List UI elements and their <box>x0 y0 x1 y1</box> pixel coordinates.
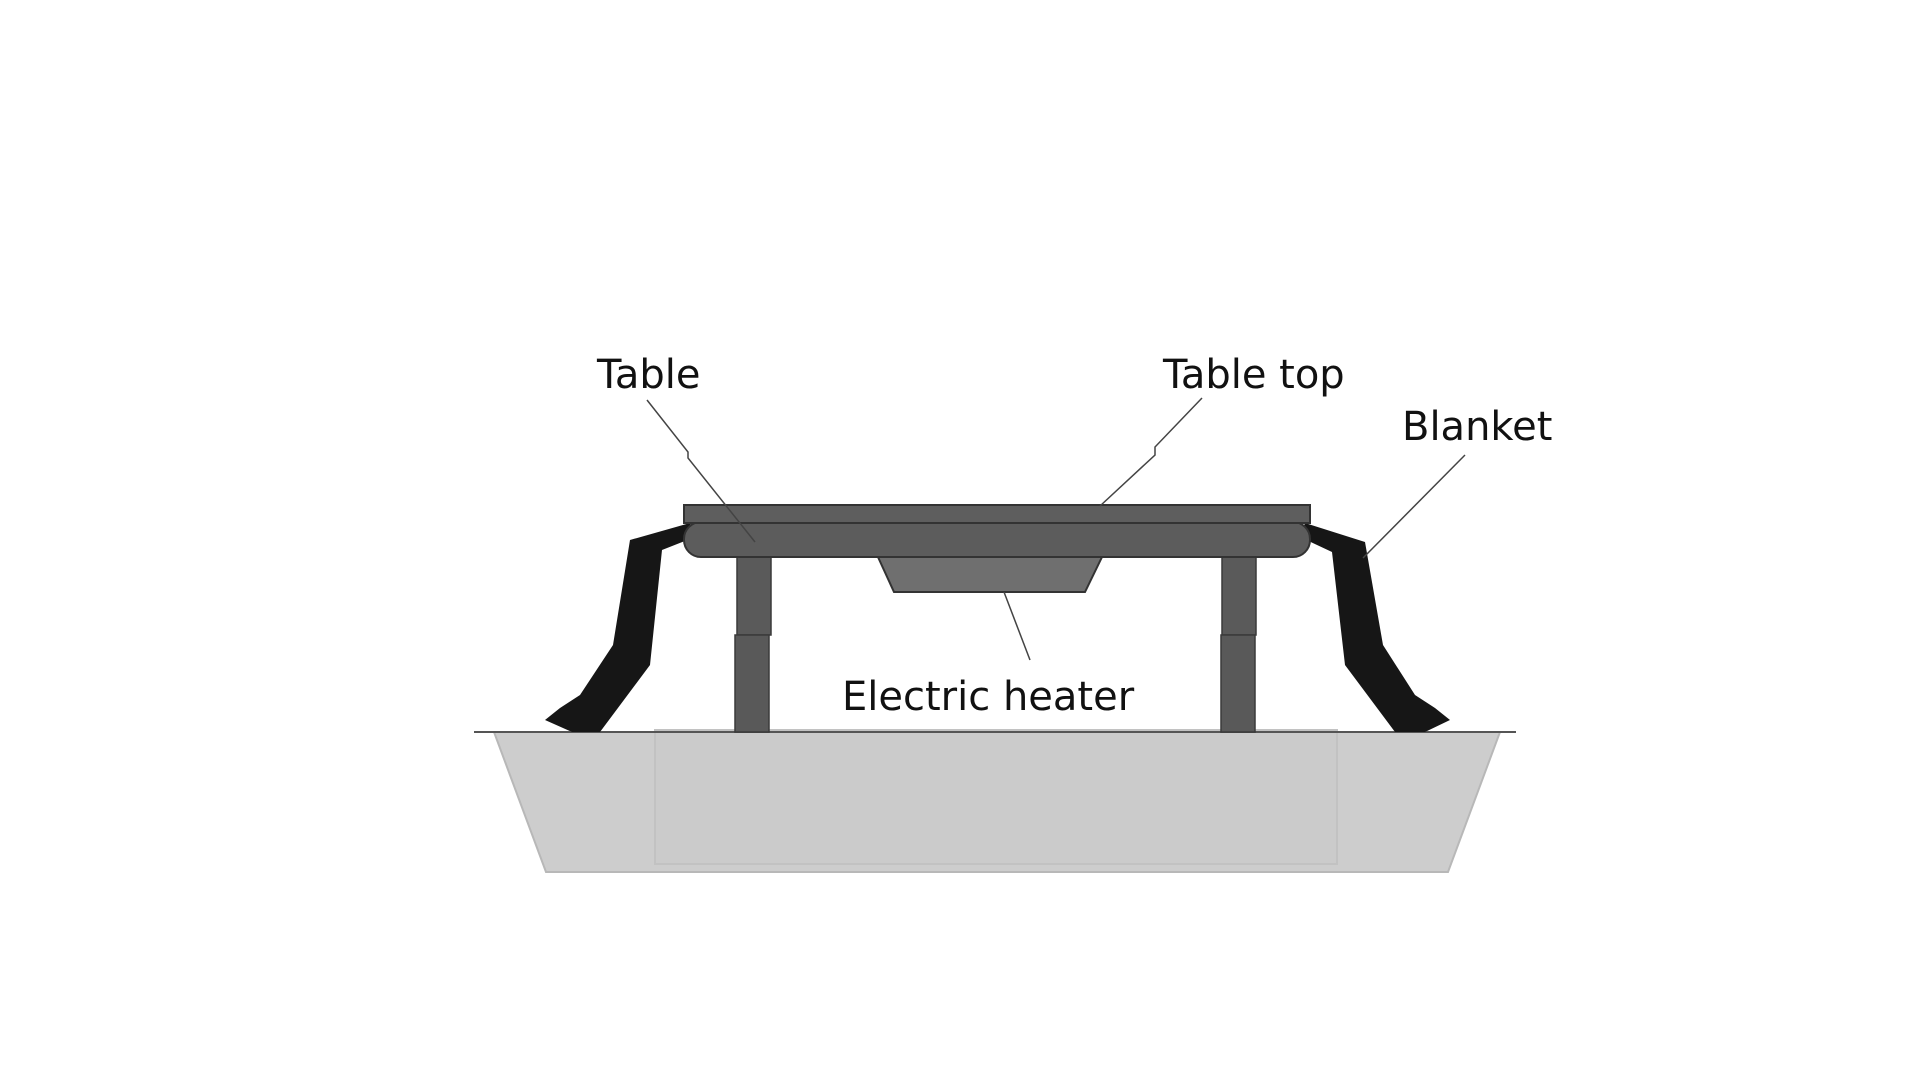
table-leg-right-lower <box>1220 634 1256 733</box>
leader-line-table-top <box>1099 397 1203 507</box>
label-electric-heater: Electric heater <box>842 674 1135 720</box>
floor-pit-inner-panel <box>654 729 1338 865</box>
leader-line-electric-heater <box>1003 591 1031 661</box>
electric-heater <box>876 556 1104 593</box>
leader-line-table <box>646 399 756 543</box>
table-leg-right-upper <box>1221 554 1257 636</box>
label-table-top: Table top <box>1162 352 1345 398</box>
blanket-right <box>1300 523 1450 732</box>
blanket-left <box>545 523 695 732</box>
table-leg-left-lower <box>734 634 770 733</box>
label-table: Table <box>596 352 700 398</box>
label-blanket: Blanket <box>1402 404 1552 450</box>
table-top <box>683 504 1311 524</box>
leader-line-blanket <box>1362 454 1466 559</box>
table-frame <box>683 521 1311 558</box>
table-leg-left-upper <box>736 554 772 636</box>
